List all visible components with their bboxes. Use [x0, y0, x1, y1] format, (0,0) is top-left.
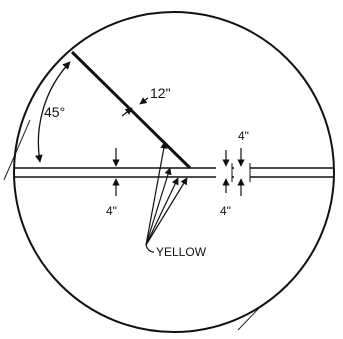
yellow-leader [145, 167, 172, 246]
yellow-leader [145, 141, 168, 246]
stripe-width-label: 12" [150, 85, 171, 101]
stripe-width-arrow [121, 107, 133, 117]
circle-outline [13, 11, 335, 333]
gap-right-bottom-label: 4" [220, 204, 231, 218]
yellow-leader-hook [145, 244, 155, 253]
angle-arc [34, 61, 71, 163]
gap-left-label: 4" [106, 204, 117, 218]
double-centerline [14, 163, 334, 182]
stripe-width-leader [139, 97, 149, 105]
yellow-leader [145, 177, 188, 246]
yellow-leaders [145, 141, 188, 253]
yellow-leader [145, 177, 179, 246]
gap-right-top-label: 4" [238, 129, 249, 143]
yellow-label: YELLOW [156, 245, 207, 259]
stray-edge-line-top [3, 119, 31, 181]
diagonal-stripe [70, 50, 192, 170]
angle-label: 45° [44, 104, 65, 120]
